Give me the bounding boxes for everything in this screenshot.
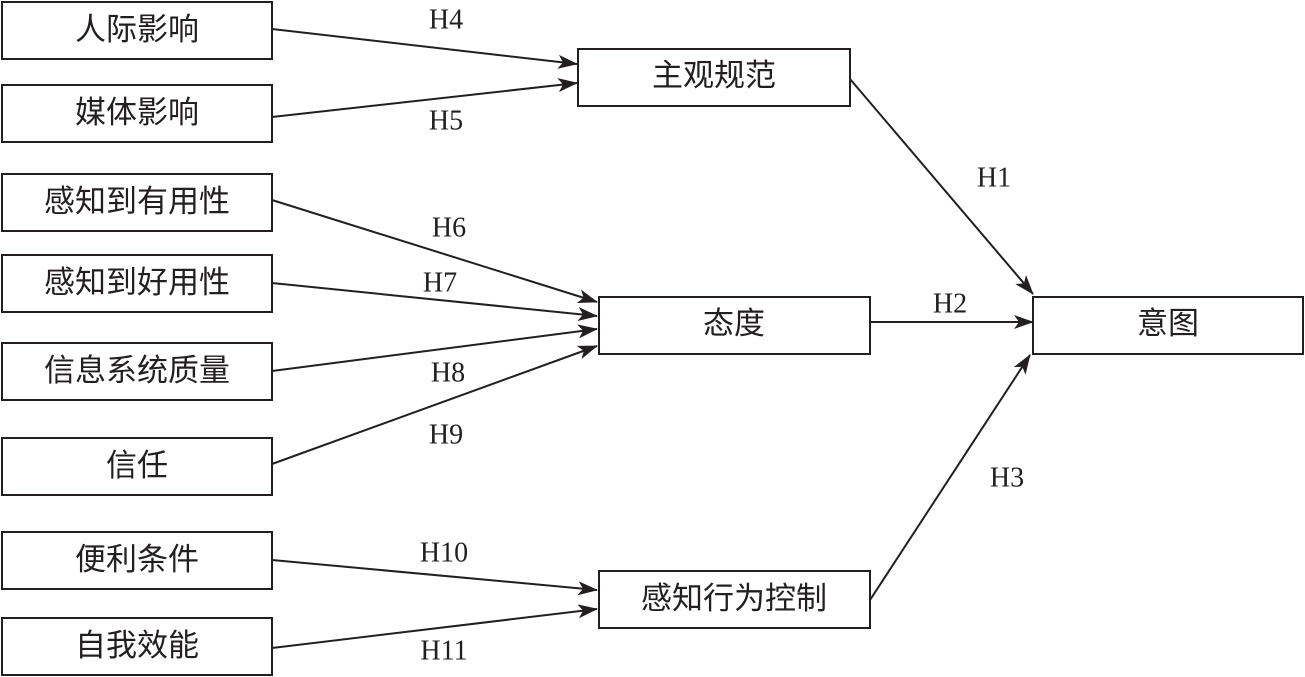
edges bbox=[271, 28, 1034, 649]
node-label: 感知到好用性 bbox=[44, 265, 230, 301]
node-trust: 信任 bbox=[1, 437, 273, 496]
node-information-system-quality: 信息系统质量 bbox=[1, 342, 273, 401]
edge-label-h8: H8 bbox=[431, 358, 465, 389]
edge-h4 bbox=[271, 28, 578, 69]
node-label: 感知行为控制 bbox=[641, 581, 827, 617]
edge-label-h1: H1 bbox=[977, 163, 1011, 194]
node-label: 信任 bbox=[106, 448, 168, 484]
edge-h5 bbox=[271, 78, 578, 118]
node-label: 感知到有用性 bbox=[44, 184, 230, 220]
node-label: 人际影响 bbox=[75, 12, 199, 48]
edge-h8 bbox=[271, 324, 598, 372]
edge-h7 bbox=[271, 282, 598, 322]
edge-label-h6: H6 bbox=[432, 213, 466, 244]
edge-label-h10: H10 bbox=[420, 538, 468, 569]
node-perceived-ease-of-use: 感知到好用性 bbox=[1, 254, 273, 313]
edge-label-h4: H4 bbox=[429, 5, 463, 36]
node-label: 便利条件 bbox=[75, 542, 199, 578]
node-media-influence: 媒体影响 bbox=[1, 84, 273, 143]
node-attitude: 态度 bbox=[598, 296, 871, 355]
edge-h3 bbox=[869, 354, 1031, 601]
node-self-efficacy: 自我效能 bbox=[1, 617, 273, 676]
edge-label-h5: H5 bbox=[429, 106, 463, 137]
node-subjective-norm: 主观规范 bbox=[577, 48, 851, 107]
node-facilitating-conditions: 便利条件 bbox=[1, 531, 273, 590]
edge-h11 bbox=[271, 604, 598, 649]
node-label: 主观规范 bbox=[652, 58, 776, 94]
node-label: 信息系统质量 bbox=[44, 353, 230, 389]
node-label: 态度 bbox=[703, 306, 765, 342]
node-perceived-behavioral-control: 感知行为控制 bbox=[598, 570, 871, 629]
node-label: 媒体影响 bbox=[75, 95, 199, 131]
edge-h6 bbox=[271, 199, 598, 303]
edge-h10 bbox=[271, 559, 598, 596]
edge-label-h2: H2 bbox=[933, 289, 967, 320]
edge-label-h11: H11 bbox=[420, 636, 467, 667]
edge-h1 bbox=[849, 78, 1034, 295]
edge-label-h3: H3 bbox=[990, 463, 1024, 494]
edge-label-h7: H7 bbox=[423, 268, 457, 299]
edge-labels: H4 H5 H6 H7 H8 H9 H10 H11 H1 H2 H3 bbox=[420, 5, 1024, 667]
node-perceived-usefulness: 感知到有用性 bbox=[1, 173, 273, 232]
node-intention: 意图 bbox=[1032, 296, 1304, 355]
edge-label-h9: H9 bbox=[429, 420, 463, 451]
node-label: 意图 bbox=[1137, 306, 1199, 342]
node-interpersonal-influence: 人际影响 bbox=[1, 1, 273, 60]
edge-h9 bbox=[271, 345, 598, 465]
node-label: 自我效能 bbox=[75, 628, 199, 664]
